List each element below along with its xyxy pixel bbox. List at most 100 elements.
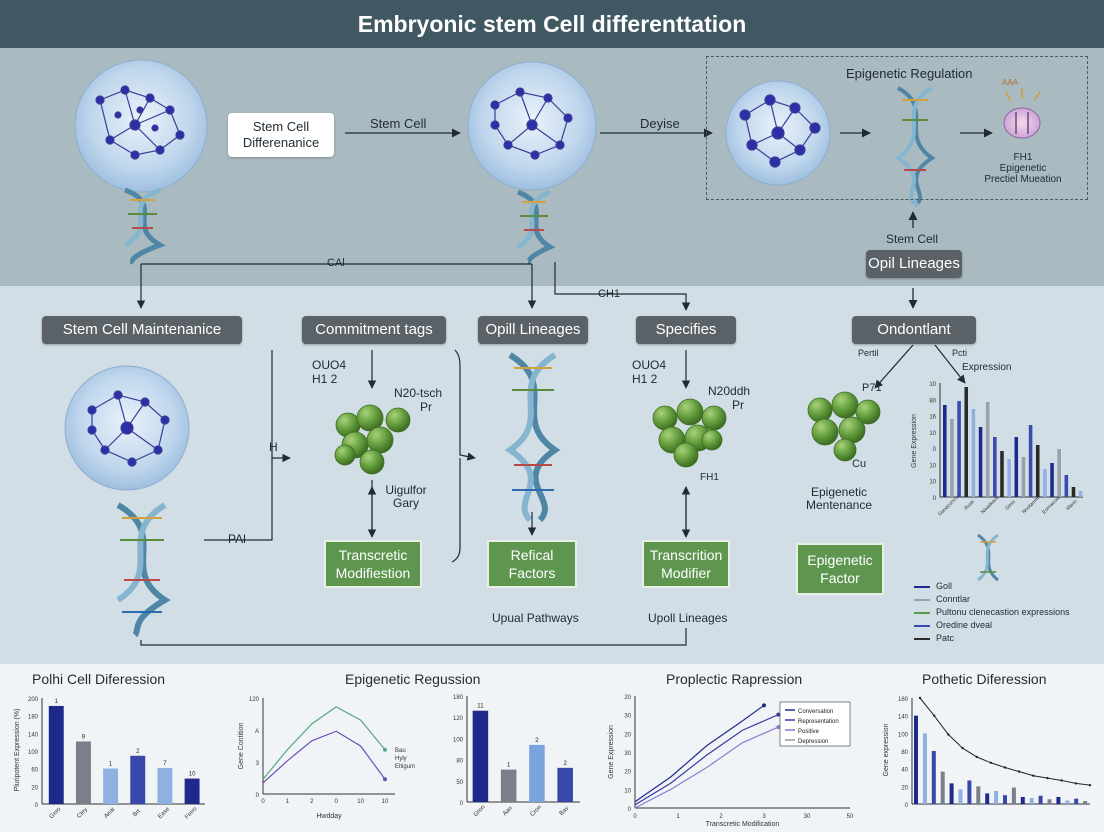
y-tick-label: 80 [929,398,936,404]
y-axis-label: Gene expression [883,723,890,776]
x-tick-label: Niwalkavs [980,495,1001,516]
x-tick-label: 30 [804,814,811,820]
bar [950,419,954,497]
y-tick-label: 0 [460,801,464,807]
membrane-small-label: AAA [1002,78,1018,87]
trend-point [1018,770,1020,772]
bottom-title-3: Proplectic Rapression [666,671,802,687]
y-tick-label: 20 [624,770,631,776]
col2-label-b: H1 2 [312,372,346,386]
stem-cell-1 [75,60,207,192]
x-tick-label: Gess [1004,499,1017,512]
bar [1003,795,1007,804]
bar [959,789,963,804]
side-gene-expression-chart: 10801610010100Gene ExpressionGanaconvouR… [908,375,1088,525]
bar-data-label: 2 [535,738,539,744]
transcrition-modifier-box: Transcrition Modifier [642,540,730,588]
series-line [635,705,764,801]
bar [1079,491,1083,497]
opil-lineages-top-box: Opil Lineages [866,250,962,278]
x-tick-label: 1 [286,799,290,805]
bar [1065,475,1069,497]
x-tick-label: 10 [357,799,364,805]
bar [1012,788,1016,804]
stem-cell-box-line2: Differenanice [240,135,322,151]
transcretic-modification-box: Transcretic Modifiestion [324,540,422,588]
y-tick-label: 30 [624,751,631,757]
stem-cell-label: Stem Cell [886,232,938,246]
x-tick-label: Mano [1065,499,1078,512]
x-axis-label: Transcretic Modification [706,821,780,828]
stem-cell-box-line1: Stem Cell [240,119,322,135]
legend-label: Conversation [798,709,833,715]
y-tick-label: 10 [929,382,936,388]
y-tick-label: 50 [456,780,463,786]
x-tick-label: 2 [719,814,723,820]
bar [1057,449,1061,497]
trend-point [990,762,992,764]
trend-point [1075,782,1077,784]
col2-label-group: OUO4 H1 2 [312,358,346,386]
bar [1022,457,1026,497]
bar [964,387,968,497]
trend-point [1046,777,1048,779]
legend-label: Patc [936,632,954,645]
protein-cluster-2 [653,399,726,467]
col4-label-c: N20ddh [708,384,750,398]
bar [1050,463,1054,497]
trend-point [961,747,963,749]
x-tick-label: Nnotanmt [1021,495,1041,515]
bar-data-label: 11 [477,704,484,710]
legend-label: Representation [798,719,839,725]
y-tick-label: 20 [624,695,631,701]
header-opill-lineages: Opill Lineages [478,316,588,344]
bar [972,409,976,497]
bar [950,783,954,804]
series-line [635,727,778,808]
col4-label-e: FH1 [700,472,719,483]
bar-data-label: 2 [136,749,140,755]
header-ondontlant: Ondontlant [852,316,976,344]
bar [1007,459,1011,497]
arrow-label-deyise: Deyise [640,116,680,131]
x-tick-label: Brt [132,808,142,818]
bar [1030,798,1034,804]
bar [76,741,91,804]
col4-label-a: OUO4 [632,358,666,372]
bar [1056,797,1060,804]
y-tick-label: 10 [929,431,936,437]
stem-cell-2 [468,62,596,190]
col2-label-d: Pr [420,400,432,414]
col5-label-g: Expression [962,362,1011,373]
legend-label: Oredine dveal [936,619,992,632]
bar [1043,469,1047,497]
y-tick-label: 100 [453,737,464,743]
dna-helix-6 [978,535,998,580]
legend-label: Conntlar [936,593,970,606]
bar [103,768,118,804]
legend-swatch [914,599,930,601]
bar [529,745,545,802]
bar [185,779,200,804]
y-axis-label: Gene Expression [911,414,918,468]
bar [1036,445,1040,497]
bar [49,706,64,804]
trend-point [1089,784,1091,786]
y-tick-label: 60 [31,768,38,774]
y-axis-label: Gene Contition [238,723,245,770]
y-tick-label: 3 [256,761,260,767]
legend-swatch [914,638,930,640]
trend-line [920,698,1090,785]
series-end-point [383,777,387,781]
legend-swatch [914,625,930,627]
y-tick-label: 160 [898,697,909,703]
bar [979,427,983,497]
branch-label-cal: CAl [327,257,345,269]
series-line [263,707,385,779]
bar-data-label: 1 [55,699,59,705]
x-tick-label: Rusti [964,499,976,511]
legend-swatch [914,586,930,588]
bar [986,402,990,497]
